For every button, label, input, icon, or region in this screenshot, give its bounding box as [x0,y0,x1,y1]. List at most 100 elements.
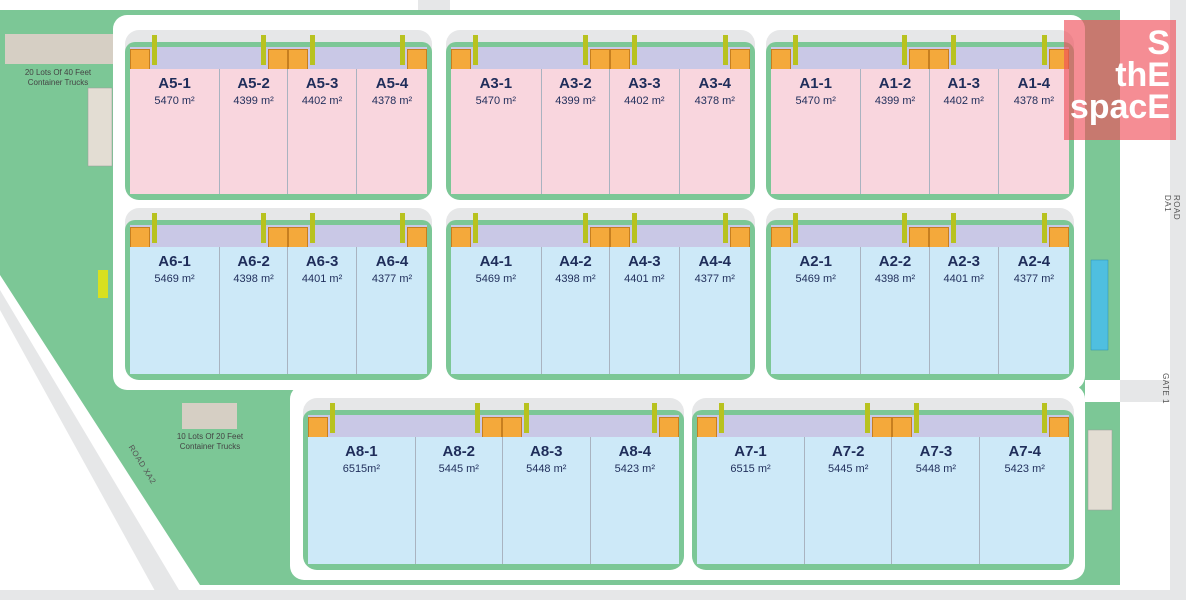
gate-opening [1085,380,1120,402]
unit-id: A6-1 [158,253,191,270]
admin-building [1090,259,1109,351]
parking-lot-40ft [5,34,113,64]
unit-size: 4401 m² [943,273,984,285]
unit-a2-1[interactable]: A2-1 5469 m² [771,247,862,374]
unit-a7-1[interactable]: A7-1 6515 m² [697,437,806,564]
canopy-post [473,35,478,65]
canopy-post [652,403,657,433]
unit-id: A8-3 [530,443,563,460]
canopy-post [719,403,724,433]
unit-size: 4378 m² [694,95,735,107]
unit-size: 4398 m² [233,273,274,285]
loading-corridor [130,213,427,251]
unit-size: 5470 m² [475,95,517,107]
canopy-post [864,403,870,433]
canopy-post [152,213,157,243]
unit-id: A7-1 [734,443,767,460]
unit-id: A8-1 [345,443,378,460]
canopy-post [793,35,798,65]
road-bottom [0,590,1186,600]
unit-a4-2[interactable]: A4-2 4398 m² [542,247,611,374]
unit-size: 5469 m² [795,273,836,285]
unit-id: A8-4 [618,443,652,460]
the-space-logo: S thE spacE [1064,20,1176,140]
substation [98,270,108,298]
unit-id: A2-1 [799,253,832,270]
unit-size: 6515m² [342,463,380,475]
unit-id: A5-4 [375,75,409,92]
canopy-post [400,213,405,243]
canopy-post [631,35,637,65]
canopy-post [309,213,315,243]
unit-id: A4-2 [559,253,592,270]
canopy-post [631,213,637,243]
utility-building [1087,429,1113,511]
loading-corridor [308,403,679,441]
canopy-post [582,213,588,243]
road-xa2 [0,290,185,600]
unit-a3-4[interactable]: A3-4 4378 m² [680,69,750,194]
loading-corridor [451,35,750,73]
road-right [1170,0,1186,600]
unit-id: A5-3 [305,75,339,92]
parking-label-40ft: 20 Lots Of 40 Feet Container Trucks [24,68,92,87]
unit-id: A4-1 [479,253,513,270]
unit-id: A3-2 [559,75,592,92]
unit-id: A5-2 [237,75,270,92]
unit-size: 4398 m² [555,273,596,285]
unit-id: A3-4 [698,75,732,92]
road-label-da1: ROAD DA1 [1163,195,1181,221]
unit-size: 6515 m² [730,463,771,475]
canopy-post [913,403,919,433]
unit-size: 5445 m² [438,463,479,475]
unit-a8-1[interactable]: A8-1 6515m² [308,437,416,564]
unit-size: 4377 m² [1013,273,1055,285]
canopy-post [1042,213,1047,243]
loading-corridor [771,35,1069,73]
